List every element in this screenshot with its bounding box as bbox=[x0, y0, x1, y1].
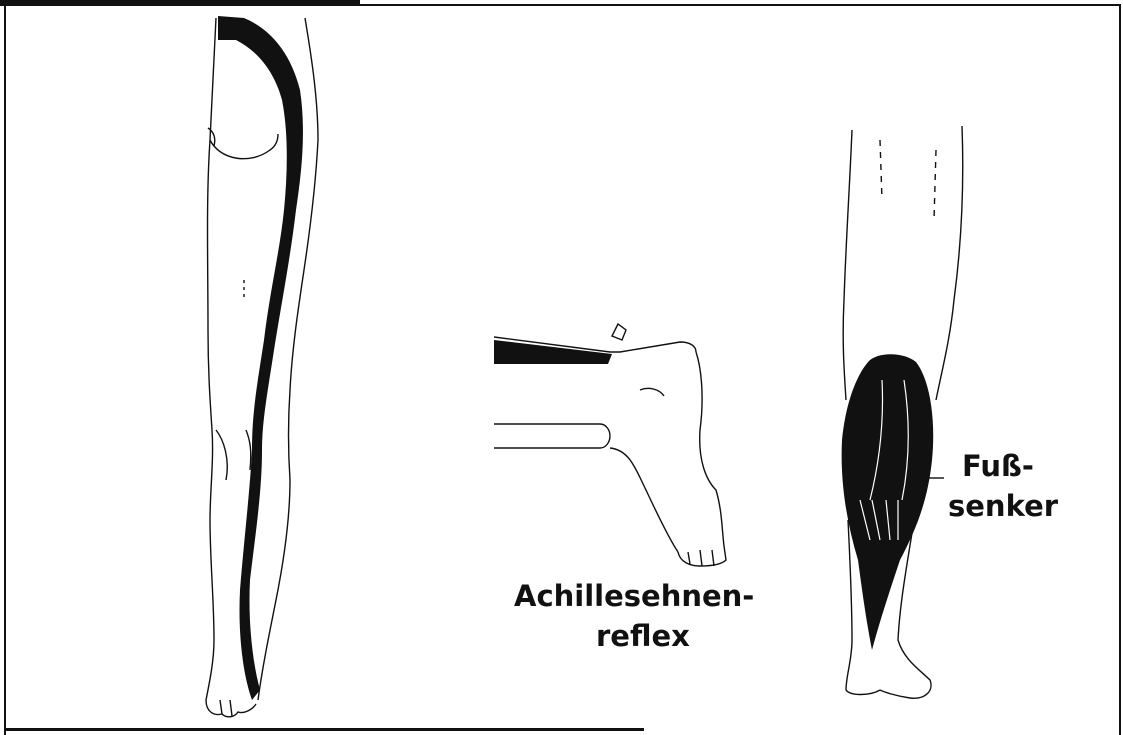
fuss-label-line2: senker bbox=[948, 488, 1058, 524]
calf-muscle-mass bbox=[842, 354, 934, 650]
reflex-hammer-wedge bbox=[494, 340, 612, 364]
achilles-label-line2: reflex bbox=[596, 618, 690, 654]
dermatome-stripe bbox=[218, 16, 303, 700]
fuss-label-line1: Fuß- bbox=[962, 448, 1034, 484]
achilles-label-line1: Achillesehnen- bbox=[514, 578, 754, 614]
